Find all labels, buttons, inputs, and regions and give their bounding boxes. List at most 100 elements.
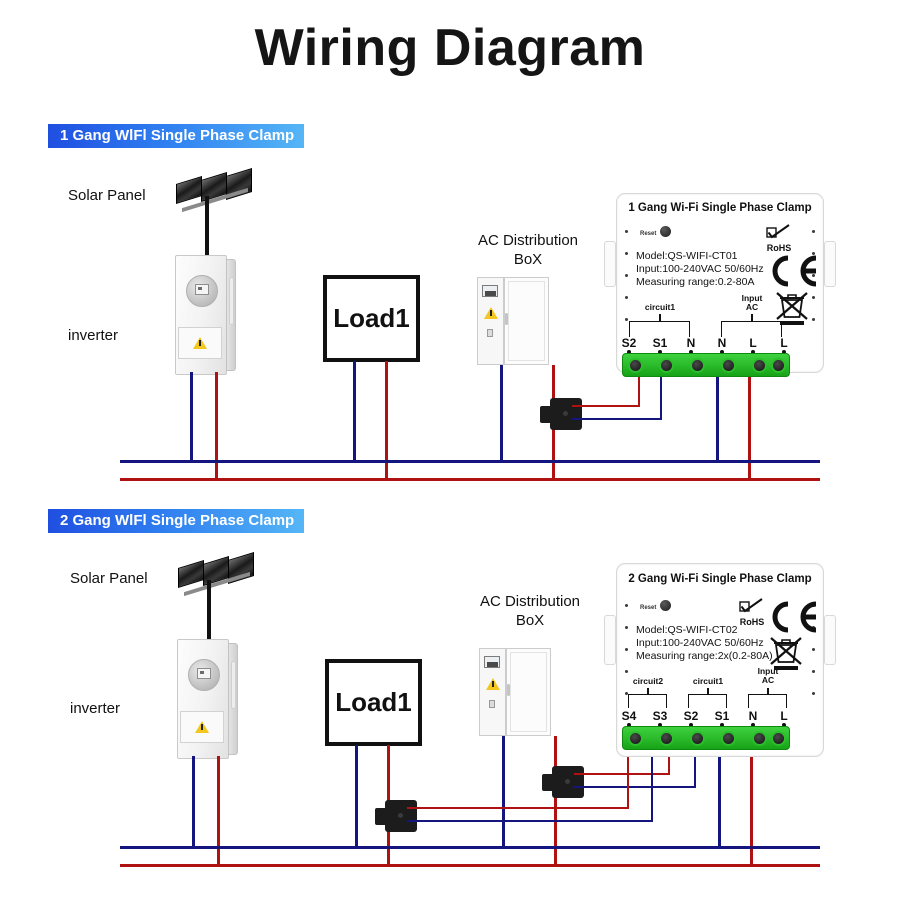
ac-box-label-line2-2: BoX <box>515 612 545 629</box>
device-module-2[interactable]: 2 Gang Wi-Fi Single Phase Clamp Reset Mo… <box>604 563 836 757</box>
vent-dot <box>625 670 628 673</box>
vent-dot <box>812 318 815 321</box>
wire-clamp-a-sense-blue-2 <box>574 786 696 788</box>
group-bracket-circuit1-2 <box>688 694 727 708</box>
vent-dot <box>812 670 815 673</box>
wire-clamp-a-sense-red-v-2 <box>668 756 670 775</box>
group-label-input-2: Input <box>757 666 779 676</box>
wire-device-live-1 <box>748 372 751 480</box>
wire-clamp-b-sense-red-2 <box>407 807 629 809</box>
terminal-dot <box>720 350 724 354</box>
ce-mark-icon <box>772 601 817 633</box>
vent-dot <box>625 252 628 255</box>
group-stem-2-2 <box>707 688 709 695</box>
terminal-hole-l-b-1[interactable] <box>771 358 786 373</box>
terminal-hole-s2-2[interactable] <box>690 731 705 746</box>
terminal-hole-n-a-1[interactable] <box>690 358 705 373</box>
device-module-1[interactable]: 1 Gang Wi-Fi Single Phase Clamp Reset Mo… <box>604 193 836 377</box>
ac-box-label-2: AC Distribution BoX <box>460 592 600 630</box>
wire-clamp-sense-blue-1 <box>572 418 662 420</box>
terminal-label-s1-2: S1 <box>714 709 730 723</box>
device-body-1 <box>616 193 824 373</box>
terminal-label-s4-2: S4 <box>621 709 637 723</box>
group-label-input-1: Input <box>741 293 763 303</box>
ce-mark-icon <box>772 255 817 287</box>
weee-mark-1 <box>774 291 810 332</box>
ce-mark-1 <box>766 255 820 292</box>
terminal-hole-l-2[interactable] <box>771 731 786 746</box>
terminal-hole-s1-1[interactable] <box>659 358 674 373</box>
terminal-dot <box>658 350 662 354</box>
group-label-ac-1: AC <box>745 302 759 312</box>
terminal-hole-s3-2[interactable] <box>659 731 674 746</box>
terminal-hole-s4-2[interactable] <box>628 731 643 746</box>
vent-dot <box>812 274 815 277</box>
terminal-hole-s2-1[interactable] <box>628 358 643 373</box>
group-label-circuit1-1: circuit1 <box>644 302 676 312</box>
group-label-inputac-1: Input AC <box>724 294 780 312</box>
terminal-hole-s1-2[interactable] <box>721 731 736 746</box>
terminal-dot <box>720 723 724 727</box>
device-input-1: Input:100-240VAC 50/60Hz <box>636 263 764 275</box>
terminal-label-l-b-1: L <box>780 336 788 350</box>
group-label-inputac-2: Input AC <box>740 667 796 685</box>
terminal-dot <box>627 723 631 727</box>
wire-device-live-2 <box>750 756 753 866</box>
bus-live-2 <box>120 864 820 867</box>
wire-clamp-sense-red-1 <box>572 405 640 407</box>
group-bracket-circuit1-1 <box>629 321 690 337</box>
reset-label-1: Reset <box>640 231 657 237</box>
section-banner-1: 1 Gang WlFl Single Phase Clamp <box>48 124 305 148</box>
terminal-strip-1[interactable] <box>622 353 790 377</box>
wire-acbox-neutral-1 <box>500 365 503 462</box>
group-bracket-inputac-2 <box>748 694 787 708</box>
terminal-dot <box>689 723 693 727</box>
vent-dot <box>812 692 815 695</box>
wire-inverter-live-1 <box>215 372 218 480</box>
ac-box-label-line1-2: AC Distribution <box>479 593 581 610</box>
vent-dot <box>812 252 815 255</box>
device-model-1: Model:QS-WIFI-CT01 <box>636 250 738 262</box>
wire-clamp-a-sense-red-2 <box>574 773 670 775</box>
wire-load-neutral-2 <box>355 745 358 848</box>
solar-panel-icon-2 <box>178 552 256 597</box>
terminal-hole-n-b-1[interactable] <box>721 358 736 373</box>
device-input-2: Input:100-240VAC 50/60Hz <box>636 637 764 649</box>
wire-clamp-b-sense-blue-v-2 <box>651 756 653 822</box>
wire-acbox-live-2 <box>554 736 557 866</box>
vent-dot <box>625 318 628 321</box>
terminal-dot <box>782 350 786 354</box>
inverter-icon-1 <box>175 255 237 375</box>
wire-solar-dc-2 <box>207 580 211 642</box>
terminal-strip-2[interactable] <box>622 726 790 750</box>
page-title: Wiring Diagram <box>254 19 646 77</box>
wire-inverter-neutral-2 <box>192 756 195 848</box>
ac-box-label-line2: BoX <box>513 251 543 268</box>
ac-box-label-1: AC Distribution BoX <box>458 231 598 269</box>
terminal-dot <box>689 350 693 354</box>
vent-dot <box>625 274 628 277</box>
terminal-label-n-b-1: N <box>717 336 727 350</box>
vent-dot <box>812 230 815 233</box>
rohs-label-2: RoHS <box>739 617 765 627</box>
ac-distribution-box-1 <box>477 277 549 365</box>
terminal-label-n-2: N <box>748 709 758 723</box>
reset-button-2[interactable] <box>660 600 671 611</box>
reset-button-1[interactable] <box>660 226 671 237</box>
rohs-mark-2: RoHS <box>732 598 772 627</box>
rohs-check-icon <box>739 598 763 613</box>
vent-dot <box>625 626 628 629</box>
device-title-2: 2 Gang Wi-Fi Single Phase Clamp <box>628 573 812 585</box>
wire-inverter-neutral-1 <box>190 372 193 462</box>
terminal-hole-l-a-1[interactable] <box>752 358 767 373</box>
wire-device-neutral-2 <box>718 756 721 848</box>
device-range-1: Measuring range:0.2-80A <box>636 276 755 288</box>
wire-acbox-neutral-2 <box>502 736 505 848</box>
group-stem-1-2 <box>647 688 649 695</box>
vent-dot <box>625 604 628 607</box>
wire-clamp-a-sense-blue-v-2 <box>694 756 696 788</box>
group-bracket-circuit2-2 <box>628 694 667 708</box>
wire-clamp-b-sense-blue-2 <box>407 820 653 822</box>
bus-neutral-1 <box>120 460 820 463</box>
terminal-hole-n-2[interactable] <box>752 731 767 746</box>
